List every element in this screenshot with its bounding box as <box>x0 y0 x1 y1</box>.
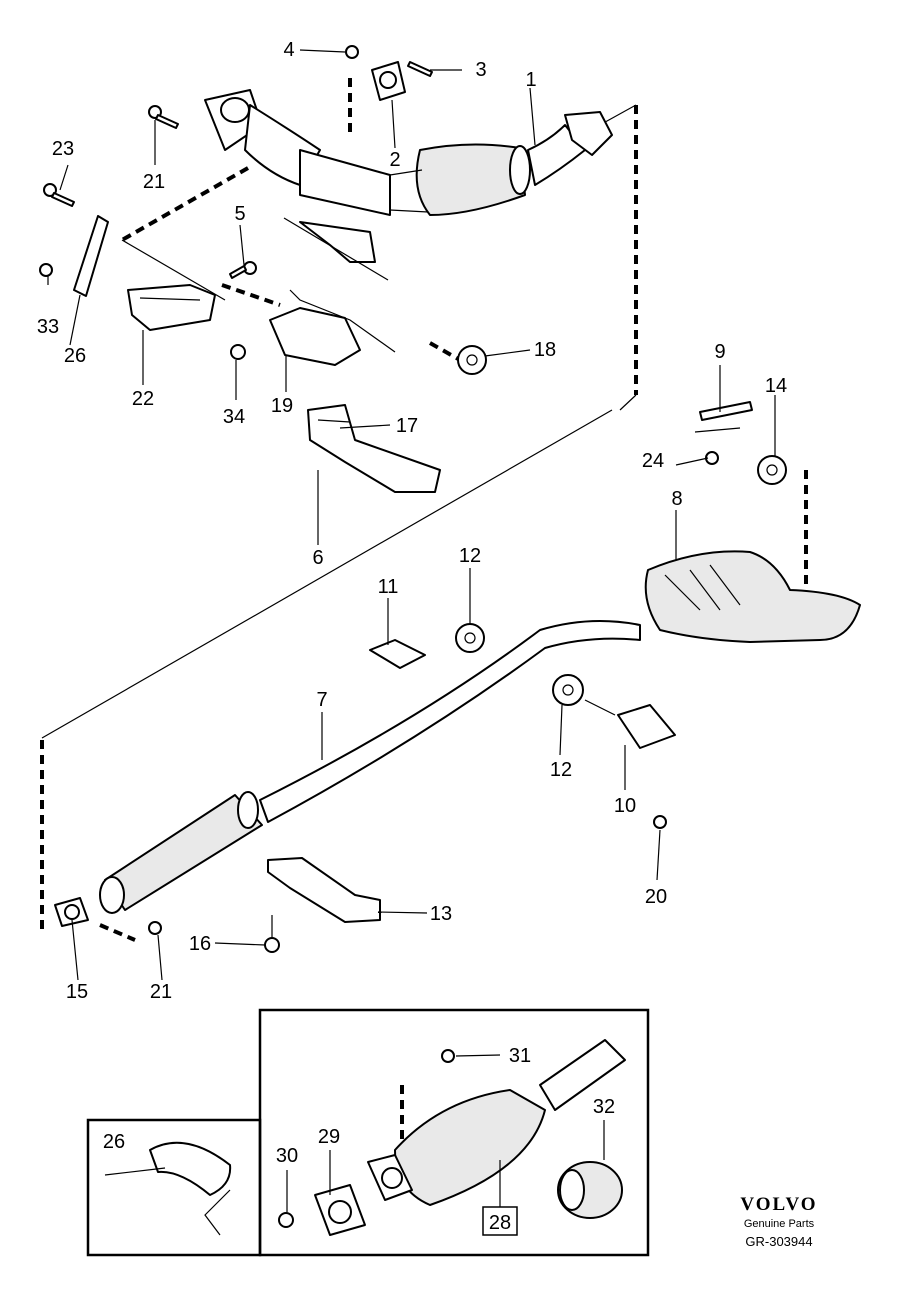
callout-29: 29 <box>318 1126 340 1148</box>
torque-rod-and-bracket <box>73 215 216 331</box>
callout-18: 18 <box>534 339 556 361</box>
callout-13: 13 <box>430 903 452 925</box>
callout-24: 23 <box>52 138 74 160</box>
footer-branding: VOLVO Genuine Parts GR-303944 <box>740 1194 817 1249</box>
front-pipe-catalyst <box>204 89 613 216</box>
callout-25: 24 <box>642 450 664 472</box>
assembly-dashed-lines <box>40 78 808 1150</box>
callout-26: 26 <box>103 1131 125 1153</box>
callout-33: 33 <box>37 316 59 338</box>
callout-16: 16 <box>189 933 211 955</box>
small-bolts <box>39 105 257 360</box>
inset-box-26 <box>86 1118 262 1257</box>
heat-shield-rod <box>283 217 389 281</box>
callout-31: 31 <box>509 1045 531 1067</box>
callout-9: 9 <box>714 341 725 363</box>
crossmember-13 <box>264 857 381 953</box>
callout-10: 10 <box>614 795 636 817</box>
callout-3: 3 <box>475 59 486 81</box>
inset-box-28 <box>258 1008 650 1257</box>
callout-labels: 4 3 1 2 21 23 5 33 26 22 34 19 17 18 6 9… <box>37 39 787 1236</box>
callout-15: 15 <box>66 981 88 1003</box>
callout-17: 17 <box>396 415 418 437</box>
callout-28: 28 <box>489 1212 511 1234</box>
callout-28-box <box>482 1206 518 1236</box>
callout-34: 34 <box>223 406 245 428</box>
rear-silencer-8 <box>644 550 861 643</box>
callout-30: 30 <box>276 1145 298 1167</box>
callout-5: 5 <box>234 203 245 225</box>
callout-7: 7 <box>316 689 327 711</box>
callout-2: 2 <box>389 149 400 171</box>
middle-pipe-7 <box>99 620 641 914</box>
callout-19: 19 <box>271 395 293 417</box>
callout-32: 32 <box>593 1096 615 1118</box>
callout-8: 8 <box>671 488 682 510</box>
rear-hanger-parts <box>694 401 787 485</box>
callout-4: 4 <box>283 39 294 61</box>
callout-6: 6 <box>312 547 323 569</box>
callout-12-lower: 12 <box>550 759 572 781</box>
rubber-hanger-18 <box>457 345 487 375</box>
genuine-parts-label: Genuine Parts <box>744 1218 815 1230</box>
bracket-19 <box>269 289 396 366</box>
crossmember-17 <box>307 404 441 493</box>
callout-23: 22 <box>132 388 154 410</box>
gasket-stud-nut <box>345 45 433 101</box>
gasket-15-bolt-21 <box>54 897 162 935</box>
callout-20: 20 <box>645 886 667 908</box>
callout-1: 1 <box>525 69 536 91</box>
leader-lines <box>47 49 776 1212</box>
callout-12-upper: 12 <box>459 545 481 567</box>
diagram-reference: GR-303944 <box>745 1234 812 1249</box>
callout-11: 11 <box>378 576 399 598</box>
volvo-logo: VOLVO <box>740 1194 817 1215</box>
callout-22: 21 <box>143 171 165 193</box>
callout-21: 21 <box>150 981 172 1003</box>
callout-14: 14 <box>765 375 787 397</box>
callout-27: 26 <box>64 345 86 367</box>
